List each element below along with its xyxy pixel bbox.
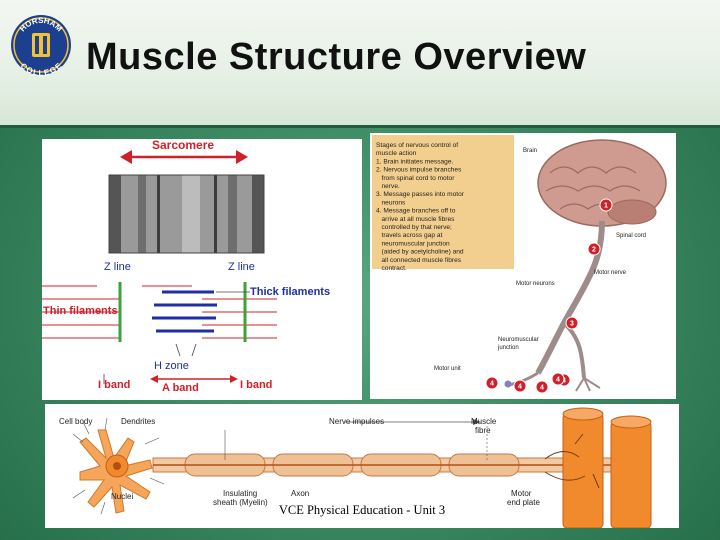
stages-line: (aided by acetylcholine) and (376, 249, 464, 256)
motor-nerve-label: Motor nerve (594, 270, 627, 276)
nerve-impulses-label: Nerve impulses (329, 417, 384, 426)
step-marker (565, 316, 579, 330)
i-band-right-label: I band (240, 379, 272, 391)
title-bar: HORSHAM COLLEGE Muscle Structure Overvie… (0, 0, 720, 128)
step-marker (599, 198, 613, 212)
micrograph-image (108, 174, 265, 254)
thick-filaments-label: Thick filaments (250, 286, 330, 298)
step-marker-label: 4 (490, 381, 494, 388)
stages-line: neuromuscular junction (376, 240, 450, 247)
dendrites-label: Dendrites (121, 417, 155, 426)
thick-filaments (152, 290, 217, 333)
motor-unit-label: Motor unit (434, 366, 461, 372)
step-marker-label: 3 (570, 321, 574, 328)
step-marker-label: 4 (540, 385, 544, 392)
thin-filaments-label: Thin filaments (43, 305, 118, 317)
muscle-fibre-label-2: fibre (475, 426, 491, 435)
insulating-sheath-label-2: sheath (Myelin) (213, 498, 268, 507)
nuclei-label: Nuclei (111, 492, 133, 501)
stages-line: Stages of nervous control of (376, 142, 458, 149)
muscle-fibre-label-1: Muscle (471, 417, 497, 426)
stages-line: muscle action (376, 150, 417, 157)
motor-neurons-label: Motor neurons (516, 281, 555, 287)
neuromuscular-junction-label-1: Neuromuscular (498, 337, 539, 343)
axon-label: Axon (291, 489, 309, 498)
stages-note-box (372, 135, 514, 269)
thin-filaments (42, 285, 277, 339)
college-logo: HORSHAM COLLEGE (11, 15, 71, 76)
step-marker (485, 376, 499, 390)
h-zone-label: H zone (154, 360, 189, 372)
brain-label: Brain (523, 148, 537, 154)
stages-line: travels across gap at (376, 232, 443, 239)
neuromuscular-junction-label-2: junction (497, 345, 519, 351)
slide-footer: VCE Physical Education - Unit 3 (268, 498, 456, 522)
stages-line: controlled by that nerve; (376, 224, 452, 231)
muscle-fibres (544, 407, 652, 529)
step-marker (535, 380, 549, 394)
stages-line: arrive at all muscle fibres (376, 216, 455, 223)
step-marker-label: 4 (556, 377, 560, 384)
step-marker (551, 372, 565, 386)
step-marker-label: 4 (518, 384, 522, 391)
step-marker (587, 242, 601, 256)
stages-line: all connected muscle fibres (376, 257, 462, 264)
stages-line: contract. (376, 265, 407, 272)
motor-end-plate-label-2: end plate (507, 498, 540, 507)
stages-line: 3. Message passes into motor (376, 191, 465, 198)
spinal-cord-label: Spinal cord (616, 233, 646, 239)
stages-line: 4. Message branches off to (376, 208, 456, 215)
z-line-left-label: Z line (104, 261, 131, 273)
insulating-sheath-label-1: Insulating (223, 489, 257, 498)
stages-line: nerve. (376, 183, 400, 190)
step-markers: 12344444 (485, 198, 613, 394)
stages-line: 1. Brain initiates message. (376, 158, 453, 165)
stages-line: from spinal cord to motor (376, 175, 455, 182)
i-band-left-label: I band (98, 379, 130, 391)
step-marker-label: 1 (604, 203, 608, 210)
motor-end-plate-label-1: Motor (511, 489, 532, 498)
a-band-label: A band (162, 382, 199, 394)
cell-body-label: Cell body (59, 417, 92, 426)
neuron-diagram: Cell body Dendrites Nerve impulses Muscl… (45, 404, 679, 529)
stages-line: neurons (376, 199, 406, 206)
sarcomere-label: Sarcomere (152, 139, 214, 152)
step-marker (513, 379, 527, 393)
sarcomere-diagram: Sarcomere Z line Z line (42, 138, 362, 400)
step-marker-label: 2 (592, 247, 596, 254)
slide-title: Muscle Structure Overview (86, 36, 587, 78)
stages-line: 2. Nervous impulse branches (376, 167, 462, 174)
z-line-right-label: Z line (228, 261, 255, 273)
